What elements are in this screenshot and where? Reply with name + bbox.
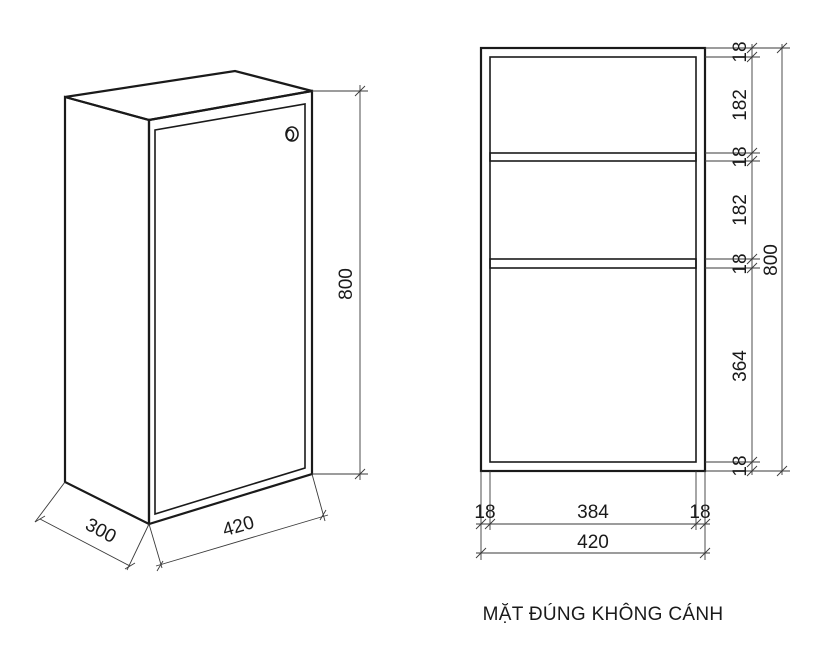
- dim-left-side: 18: [474, 502, 495, 523]
- front-elevation: 18 182 18 182 18 364 18 800 18 384: [474, 41, 790, 625]
- dim-top-board: 18: [730, 41, 751, 62]
- dim-shelf-2: 18: [730, 253, 751, 274]
- dim-overall-height: 800: [761, 244, 782, 276]
- cabinet-door: [154, 103, 306, 516]
- height-label: 800: [336, 268, 357, 300]
- vertical-dimension-chain: 18 182 18 182 18 364 18 800: [705, 41, 790, 477]
- dim-shelf-1: 18: [730, 146, 751, 167]
- height-dimension: 800: [312, 85, 368, 480]
- dim-top-space: 182: [730, 89, 751, 121]
- cabinet-front-frame: [147, 89, 314, 526]
- dim-inner-width: 384: [577, 502, 609, 523]
- elevation-caption: MẶT ĐÚNG KHÔNG CÁNH: [483, 603, 724, 625]
- cabinet-side-face: [63, 95, 151, 526]
- shelf-1: [489, 152, 697, 162]
- dim-right-side: 18: [689, 502, 710, 523]
- depth-label: 300: [82, 514, 120, 547]
- horizontal-dimension-chain: 18 384 18 420: [474, 471, 711, 560]
- dim-bottom-space: 364: [730, 350, 751, 382]
- outer-frame: [479, 46, 707, 473]
- shelf-2: [489, 258, 697, 269]
- dim-overall-width: 420: [577, 532, 609, 553]
- dim-bottom-board: 18: [730, 455, 751, 476]
- door-knob-icon: [285, 126, 299, 142]
- dim-middle-space: 182: [730, 194, 751, 226]
- width-label: 420: [220, 512, 256, 541]
- isometric-cabinet: 300 420 800: [34, 69, 368, 572]
